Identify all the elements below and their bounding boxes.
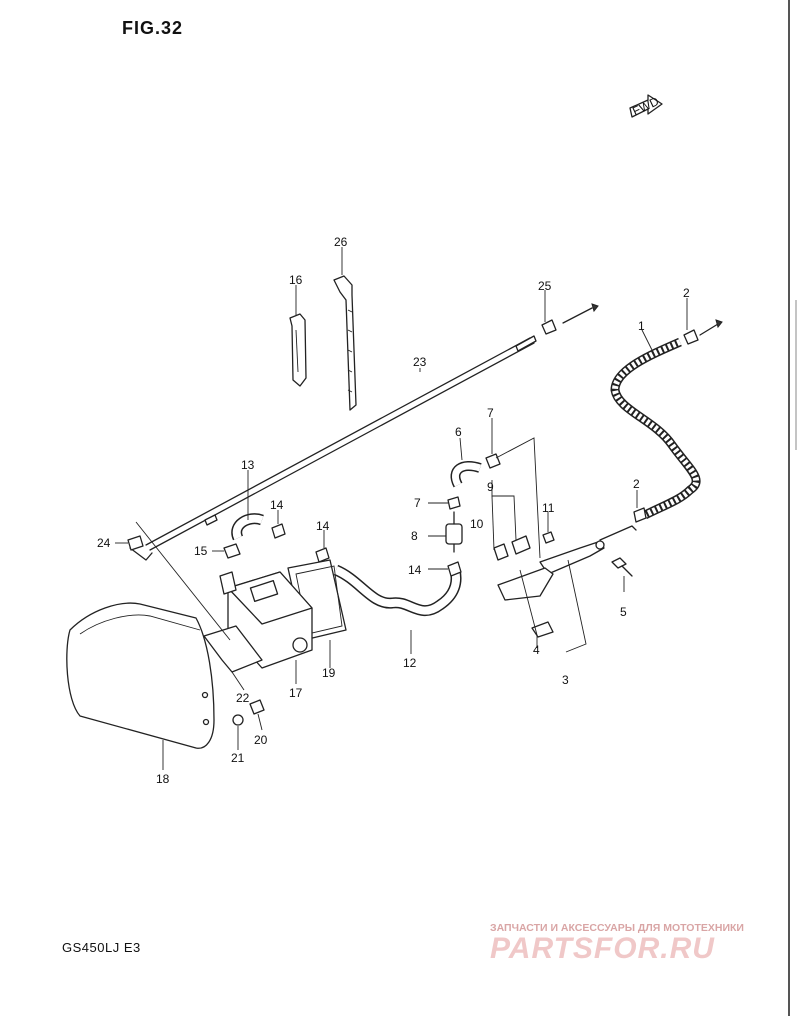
callout-labels: 1 2 2 3 4 5 6 7 7 8 9 10 11 12 13 14 14 … [97, 235, 690, 786]
callout: 17 [289, 686, 303, 700]
callout: 5 [620, 605, 627, 619]
callout: 12 [403, 656, 417, 670]
callout: 14 [316, 519, 330, 533]
part-8-valve [445, 511, 463, 553]
part-25-clip [541, 319, 557, 335]
part-14-clip-b [315, 547, 330, 563]
callout: 13 [241, 458, 255, 472]
callout: 8 [411, 529, 418, 543]
watermark-brand: PARTSFOR.RU [490, 932, 715, 965]
callout: 11 [542, 501, 555, 515]
callout: 2 [683, 286, 690, 300]
callout: 10 [470, 517, 484, 531]
callout: 22 [236, 691, 250, 705]
callout: 14 [270, 498, 284, 512]
part-21-washer [232, 714, 244, 726]
part-22-bracket [203, 625, 263, 673]
callout: 15 [194, 544, 208, 558]
callout: 21 [231, 751, 245, 765]
part-16-band [289, 313, 307, 387]
part-3-bracket [497, 525, 637, 601]
figure-title: FIG.32 [122, 18, 184, 38]
callout: 23 [413, 355, 427, 369]
callout: 6 [455, 425, 462, 439]
callout: 24 [97, 536, 111, 550]
model-code: GS450LJ E3 [62, 940, 141, 955]
part-2-clip-top [683, 329, 699, 345]
callout: 3 [562, 673, 569, 687]
part-20-bolt [249, 699, 265, 715]
fwd-arrow-icon: FWD [629, 94, 663, 118]
part-26-strap [333, 275, 357, 411]
part-10-clamp [493, 543, 509, 561]
part-11-screw [542, 531, 555, 544]
callout: 25 [538, 279, 552, 293]
part-7-clip-b [447, 496, 461, 510]
part-15-clip [223, 543, 241, 559]
callout: 4 [533, 643, 540, 657]
part-24-clip [127, 535, 144, 551]
callout: 20 [254, 733, 268, 747]
watermark-subtitle: ЗАПЧАСТИ И АКСЕССУАРЫ ДЛЯ МОТОТЕХНИКИ [490, 922, 744, 934]
part-23-rod [129, 335, 537, 561]
part-14-clip-c [447, 561, 462, 577]
callout: 18 [156, 772, 170, 786]
callout: 26 [334, 235, 348, 249]
fwd-label: FWD [630, 94, 661, 118]
part-4-clip [531, 621, 554, 638]
part-1-hose [610, 337, 701, 520]
callout: 9 [487, 480, 494, 494]
callout: 16 [289, 273, 303, 287]
part-7-clip-a [485, 453, 501, 469]
part-2-clip-lower [633, 507, 647, 523]
part-5-bolt [611, 557, 633, 577]
callout: 2 [633, 477, 640, 491]
part-18-cover [66, 602, 215, 749]
callout: 7 [487, 406, 494, 420]
leader-lines [115, 247, 688, 770]
part-14-clip-a [271, 523, 286, 539]
part-9-clamp [511, 535, 531, 555]
callout: 7 [414, 496, 421, 510]
part-17-canister [219, 571, 313, 669]
callout: 19 [322, 666, 336, 680]
callout: 1 [638, 319, 645, 333]
arrow-line [562, 307, 593, 324]
callout: 14 [408, 563, 422, 577]
